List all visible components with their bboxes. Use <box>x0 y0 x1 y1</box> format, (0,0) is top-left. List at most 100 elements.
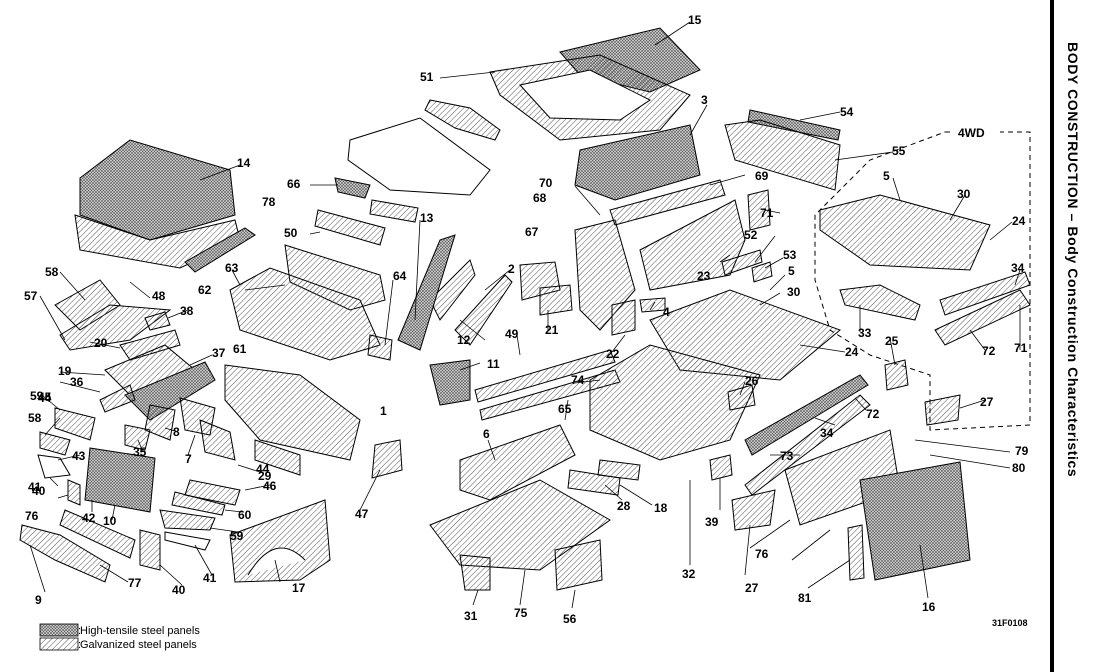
callout-81: 81 <box>798 591 812 605</box>
part-parcel-shelf <box>347 117 491 196</box>
part-3 <box>574 124 701 201</box>
callout-64: 64 <box>393 269 407 283</box>
callout-32: 32 <box>682 567 696 581</box>
part-58b <box>159 509 216 531</box>
callout-45: 45 <box>38 390 52 404</box>
part-4wd-floor <box>819 194 991 271</box>
callout-72: 72 <box>866 407 880 421</box>
callout-41: 41 <box>203 571 217 585</box>
callout-4: 4 <box>663 305 670 319</box>
part-36 <box>99 384 136 413</box>
callout-11: 11 <box>487 357 500 371</box>
callout-79: 79 <box>1015 444 1029 458</box>
callout-60: 60 <box>238 508 252 522</box>
callout-48: 48 <box>152 289 166 303</box>
callout-15: 15 <box>688 13 702 27</box>
part-59a <box>54 407 96 441</box>
part-59b <box>171 491 226 516</box>
callout-28: 28 <box>617 499 631 513</box>
part-70 <box>747 189 771 231</box>
part-27a <box>924 394 961 426</box>
part-46 <box>371 439 403 479</box>
legend-swatch-galvanized <box>39 637 79 651</box>
callout-47: 47 <box>355 507 369 521</box>
part-roof-bow <box>424 99 501 141</box>
callout-74: 74 <box>571 373 585 387</box>
callout-8: 8 <box>173 425 180 439</box>
part-38 <box>144 311 171 331</box>
callout-1: 1 <box>380 404 387 418</box>
part-39 <box>709 454 733 481</box>
part-53 <box>747 109 841 141</box>
part-43 <box>37 454 71 479</box>
callout-36: 36 <box>70 375 84 389</box>
part-11 <box>429 359 471 406</box>
part-4wd-72 <box>934 289 1031 346</box>
callout-numbers: 1234556789101112131415161718192021222324… <box>24 13 1029 626</box>
part-52 <box>751 261 773 283</box>
callout-73: 73 <box>780 449 794 463</box>
callout-77: 77 <box>128 576 142 590</box>
callout-33: 33 <box>858 326 872 340</box>
callout-20: 20 <box>94 336 108 350</box>
figure-code: 31F0108 <box>992 618 1028 628</box>
callout-52: 52 <box>744 228 758 242</box>
part-29 <box>199 419 236 461</box>
part-72a <box>744 394 871 496</box>
callout-59: 59 <box>30 389 44 403</box>
callout-57: 57 <box>24 289 38 303</box>
callout-76: 76 <box>25 509 39 523</box>
callout-3: 3 <box>701 93 708 107</box>
part-40b <box>139 529 161 571</box>
callout-21: 21 <box>545 323 559 337</box>
part-20 <box>119 329 181 361</box>
part-31 <box>459 554 491 591</box>
callout-35: 35 <box>133 445 147 459</box>
part-40a <box>67 479 81 506</box>
callout-43: 43 <box>72 449 86 463</box>
callout-62: 62 <box>198 283 212 297</box>
callout-9: 9 <box>35 593 42 607</box>
callout-71: 71 <box>760 206 774 220</box>
part-12-pillar <box>429 259 476 321</box>
part-4wd-33 <box>839 284 921 321</box>
callout-65: 65 <box>558 402 572 416</box>
part-4 <box>639 297 666 313</box>
part-57 <box>54 279 121 331</box>
callout-25: 25 <box>885 334 899 348</box>
part-27b <box>731 489 776 531</box>
part-80 <box>847 524 865 581</box>
part-9 <box>19 524 111 583</box>
part-58a <box>39 431 71 456</box>
callout-24: 24 <box>845 345 859 359</box>
part-4wd-25 <box>884 359 909 391</box>
callout-13: 13 <box>420 211 434 225</box>
callout-14: 14 <box>237 156 251 170</box>
callout-27: 27 <box>745 581 759 595</box>
part-35 <box>124 424 151 451</box>
callout-80: 80 <box>1012 461 1026 475</box>
part-55 <box>554 539 603 591</box>
part-front-floor <box>459 424 576 501</box>
callout-37: 37 <box>212 346 226 360</box>
part-63 <box>367 334 393 361</box>
body-construction-diagram: 4WD <box>19 13 1031 651</box>
callout-30: 30 <box>787 285 801 299</box>
callout-5: 5 <box>883 169 890 183</box>
part-45 <box>254 439 301 476</box>
part-48-sill <box>474 349 616 403</box>
callout-18: 18 <box>654 501 668 515</box>
part-1-pillar <box>397 234 456 351</box>
part-8 <box>144 404 176 441</box>
callout-23: 23 <box>697 269 711 283</box>
part-16-door-outer <box>859 461 971 581</box>
part-10-radiator-support <box>84 447 156 513</box>
legend-colon-1: : <box>78 625 81 637</box>
callout-55: 55 <box>892 144 906 158</box>
legend-galvanized: Galvanized steel panels <box>80 639 197 651</box>
part-73-floor <box>589 344 761 461</box>
callout-46: 46 <box>263 479 277 493</box>
part-21 <box>539 284 573 316</box>
callout-30: 30 <box>957 187 971 201</box>
side-bar: BODY CONSTRUCTION – Body Construction Ch… <box>1050 0 1093 672</box>
